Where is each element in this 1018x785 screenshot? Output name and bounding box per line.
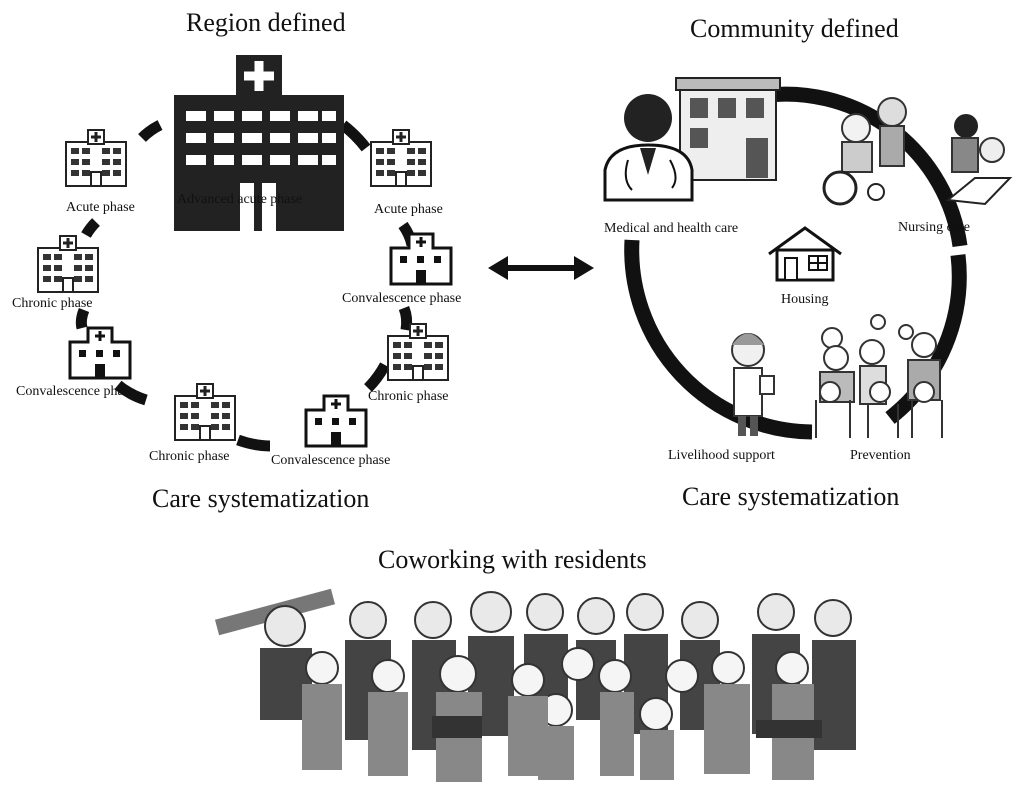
convalescence-phase-label: Convalescence phase xyxy=(342,291,462,306)
doctor-and-clinic-icon xyxy=(603,77,781,202)
caregiver-icon xyxy=(822,97,1013,206)
clinic-icon xyxy=(304,394,368,448)
chronic-phase-label: Chronic phase xyxy=(12,296,93,311)
clinic-icon xyxy=(68,326,132,380)
prevention-label: Prevention xyxy=(850,448,911,463)
hospital-building-icon xyxy=(173,382,237,442)
left-panel-title: Region defined xyxy=(186,8,346,37)
hospital-building-icon xyxy=(386,322,450,382)
exercise-group-icon xyxy=(815,314,943,438)
acute-phase-label: Acute phase xyxy=(66,200,135,215)
clinic-icon xyxy=(389,232,453,286)
support-worker-icon xyxy=(731,333,775,436)
right-panel-title: Community defined xyxy=(690,14,899,43)
housing-label: Housing xyxy=(781,292,829,307)
livelihood-support-label: Livelihood support xyxy=(668,448,775,463)
house-icon xyxy=(768,226,842,282)
convalescence-phase-label: Convalescence phase xyxy=(16,384,136,399)
convalescence-phase-label: Convalescence phase xyxy=(271,453,391,468)
hospital-building-icon xyxy=(64,128,128,188)
acute-phase-label: Acute phase xyxy=(374,202,443,217)
double-arrow-icon xyxy=(488,256,594,280)
bottom-title: Coworking with residents xyxy=(378,545,647,574)
chronic-phase-label: Chronic phase xyxy=(368,389,449,404)
hospital-building-icon xyxy=(369,128,433,188)
large-hospital-icon xyxy=(174,55,344,231)
hospital-building-icon xyxy=(36,234,100,294)
advanced-acute-phase-label: Advanced acute phase xyxy=(177,192,303,207)
left-cycle-ring xyxy=(75,120,418,452)
chronic-phase-label: Chronic phase xyxy=(149,449,230,464)
residents-group-icon xyxy=(214,588,856,782)
medical-health-care-label: Medical and health care xyxy=(604,221,739,236)
nursing-care-label: Nursing care xyxy=(898,220,970,235)
right-panel-footer: Care systematization xyxy=(682,482,900,511)
left-panel-footer: Care systematization xyxy=(152,484,370,513)
